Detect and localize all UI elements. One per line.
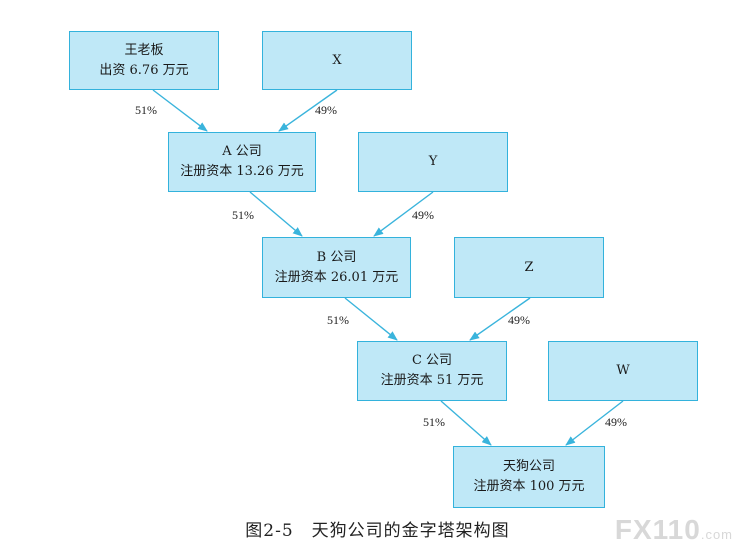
node-company-b-name: B 公司: [316, 249, 357, 265]
node-z: Z: [454, 237, 604, 298]
node-company-b: B 公司 注册资本 26.01 万元: [262, 237, 411, 298]
arrow-c-to-tmall: [440, 400, 492, 446]
node-w-name: W: [616, 363, 630, 378]
node-y: Y: [358, 132, 508, 192]
edge-label-y-b: 49%: [412, 208, 434, 222]
watermark-suffix: .com: [700, 527, 733, 542]
arrow-x-to-a: [278, 89, 338, 132]
node-wang-boss-name: 王老板: [124, 42, 164, 58]
node-tiangou-company-name: 天狗公司: [502, 459, 555, 474]
node-w: W: [548, 341, 698, 401]
node-x-name: X: [332, 52, 342, 68]
node-company-c: C 公司 注册资本 51 万元: [357, 341, 507, 401]
node-company-a: A 公司 注册资本 13.26 万元: [168, 132, 316, 192]
arrow-y-to-b: [373, 191, 434, 237]
edge-label-x-a: 49%: [315, 103, 337, 117]
edge-label-wang-a: 51%: [135, 103, 157, 117]
edge-label-b-c: 51%: [327, 313, 349, 327]
node-tiangou-company: 天狗公司 注册资本 100 万元: [453, 446, 605, 508]
node-x: X: [262, 31, 412, 90]
arrow-a-to-b: [249, 191, 303, 237]
edge-label-a-b: 51%: [232, 208, 254, 222]
edge-label-c-tiangou: 51%: [423, 415, 445, 429]
arrow-z-to-c: [469, 297, 531, 341]
edge-label-w-tiangou: 49%: [605, 415, 627, 429]
node-company-c-capital: 注册资本 51 万元: [380, 373, 484, 388]
node-y-name: Y: [428, 154, 438, 169]
node-tiangou-company-capital: 注册资本 100 万元: [473, 479, 585, 494]
arrow-b-to-c: [344, 297, 398, 341]
arrow-w-to-tmall: [565, 400, 624, 446]
watermark-logo: FX110.com: [615, 514, 733, 546]
node-wang-boss: 王老板 出资 6.76 万元: [69, 31, 219, 90]
node-z-name: Z: [524, 259, 534, 275]
node-company-a-name: A 公司: [222, 144, 262, 159]
arrow-wang-to-a: [152, 89, 208, 132]
node-company-c-name: C 公司: [411, 353, 453, 368]
node-company-a-capital: 注册资本 13.26 万元: [180, 164, 304, 179]
figure-caption: 图2-5 天狗公司的金字塔架构图: [245, 521, 510, 541]
watermark-brand: FX110: [614, 514, 701, 545]
edge-label-z-c: 49%: [508, 313, 530, 327]
node-company-b-capital: 注册资本 26.01 万元: [274, 269, 399, 285]
node-wang-boss-capital: 出资 6.76 万元: [99, 62, 189, 78]
